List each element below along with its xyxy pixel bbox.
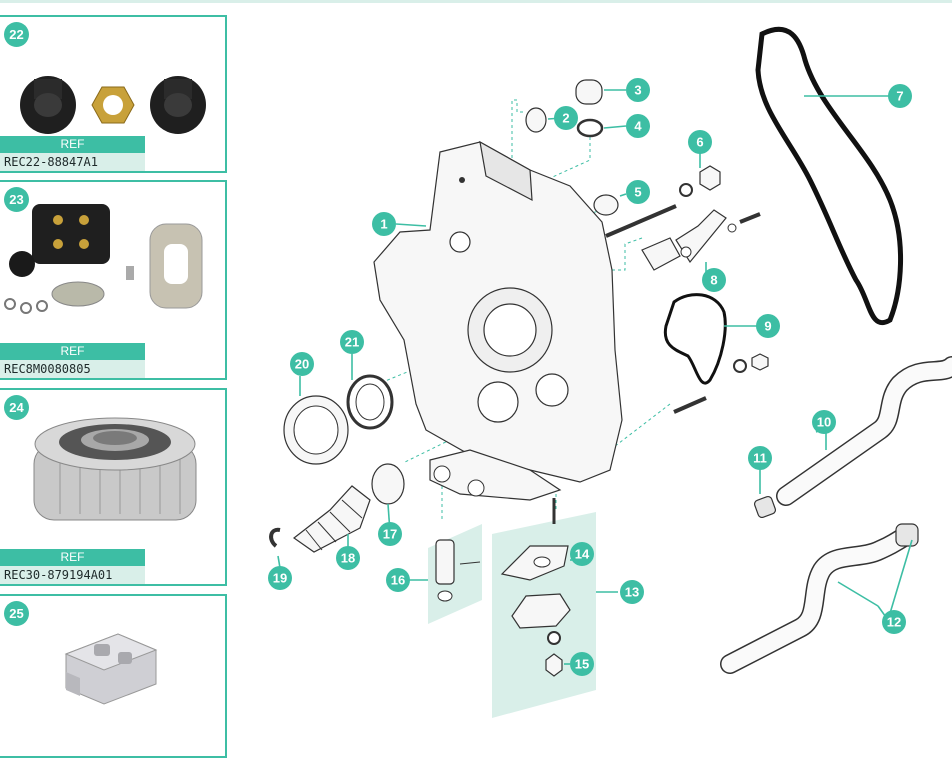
svg-text:19: 19 — [273, 571, 287, 586]
gasket-nut-set-image — [20, 76, 206, 134]
nut-6 — [699, 165, 721, 191]
anode-image — [64, 633, 158, 705]
svg-text:16: 16 — [391, 573, 405, 588]
ref-label: REF — [0, 136, 145, 153]
callout-14[interactable]: 14 — [570, 542, 594, 566]
ref-code: REC22-88847A1 — [0, 153, 145, 171]
callout-20[interactable]: 20 — [290, 352, 314, 376]
plug-5 — [593, 194, 619, 216]
svg-text:6: 6 — [696, 135, 703, 150]
svg-text:12: 12 — [887, 615, 901, 630]
housing-13 — [511, 593, 571, 629]
pin-16 — [435, 539, 455, 585]
ref-card-23[interactable]: 23 REF REC8M0080805 — [0, 180, 227, 380]
svg-text:8: 8 — [710, 273, 717, 288]
gasket-9 — [663, 293, 727, 385]
callout-16[interactable]: 16 — [386, 568, 410, 592]
stud — [605, 204, 677, 238]
guide-line — [511, 99, 523, 160]
fitting-11 — [753, 495, 777, 519]
guide-line — [610, 237, 643, 271]
callout-21[interactable]: 21 — [340, 330, 364, 354]
bearing-image — [33, 417, 197, 521]
svg-text:7: 7 — [896, 89, 903, 104]
ref-card-number: 24 — [4, 395, 29, 420]
ref-card-number: 23 — [4, 187, 29, 212]
exploded-parts-diagram: 1 2 3 4 5 6 7 8 9 10 11 12 13 14 15 16 1… — [268, 26, 952, 718]
guide-line — [404, 433, 463, 463]
bellows-18 — [292, 485, 371, 553]
ref-label: REF — [0, 343, 145, 360]
o-ring-7 — [755, 26, 903, 325]
callout-6[interactable]: 6 — [688, 130, 712, 154]
callout-5[interactable]: 5 — [626, 180, 650, 204]
gearcase-housing — [373, 140, 623, 501]
callout-8[interactable]: 8 — [702, 268, 726, 292]
guide-line — [534, 137, 591, 186]
seal-4 — [576, 118, 604, 138]
svg-text:9: 9 — [764, 319, 771, 334]
svg-text:11: 11 — [753, 451, 767, 466]
svg-text:15: 15 — [575, 657, 589, 672]
ring-17 — [371, 463, 405, 505]
svg-text:13: 13 — [625, 585, 639, 600]
callout-1[interactable]: 1 — [372, 212, 396, 236]
top-border — [0, 0, 952, 3]
ref-code: REC8M0080805 — [0, 360, 145, 378]
callout-17[interactable]: 17 — [378, 522, 402, 546]
cap-2 — [525, 107, 547, 133]
callout-13[interactable]: 13 — [620, 580, 644, 604]
callout-7[interactable]: 7 — [888, 84, 912, 108]
callout-11[interactable]: 11 — [748, 446, 772, 470]
nut-15 — [545, 653, 563, 677]
svg-text:10: 10 — [817, 415, 831, 430]
fitting-12 — [895, 523, 919, 547]
ref-card-number: 25 — [4, 601, 29, 626]
water-pump-kit-image — [4, 204, 203, 314]
svg-text:3: 3 — [634, 83, 641, 98]
guide-line — [609, 403, 671, 451]
callout-12[interactable]: 12 — [882, 610, 906, 634]
svg-text:1: 1 — [380, 217, 387, 232]
ref-card-22[interactable]: 22 REF REC22-88847A1 — [0, 15, 227, 173]
callout-9[interactable]: 9 — [756, 314, 780, 338]
svg-text:4: 4 — [634, 119, 642, 134]
ref-code: REC30-879194A01 — [0, 566, 145, 584]
cap-3 — [575, 79, 603, 105]
callout-4[interactable]: 4 — [626, 114, 650, 138]
callout-10[interactable]: 10 — [812, 410, 836, 434]
svg-text:17: 17 — [383, 527, 397, 542]
svg-text:18: 18 — [341, 551, 355, 566]
callout-2[interactable]: 2 — [554, 106, 578, 130]
ref-card-25[interactable]: 25 — [0, 594, 227, 758]
ref-label: REF — [0, 549, 145, 566]
ref-card-24[interactable]: 24 REF REC30-879194A01 — [0, 388, 227, 586]
clip-19 — [269, 527, 281, 548]
callout-18[interactable]: 18 — [336, 546, 360, 570]
svg-text:2: 2 — [562, 111, 569, 126]
svg-text:21: 21 — [345, 335, 359, 350]
svg-text:14: 14 — [575, 547, 590, 562]
ref-card-number: 22 — [4, 22, 29, 47]
callout-3[interactable]: 3 — [626, 78, 650, 102]
elbow-fitting-8 — [641, 209, 761, 271]
callout-15[interactable]: 15 — [570, 652, 594, 676]
svg-text:5: 5 — [634, 185, 641, 200]
washer-6 — [679, 183, 693, 197]
svg-text:20: 20 — [295, 357, 309, 372]
callout-19[interactable]: 19 — [268, 566, 292, 590]
